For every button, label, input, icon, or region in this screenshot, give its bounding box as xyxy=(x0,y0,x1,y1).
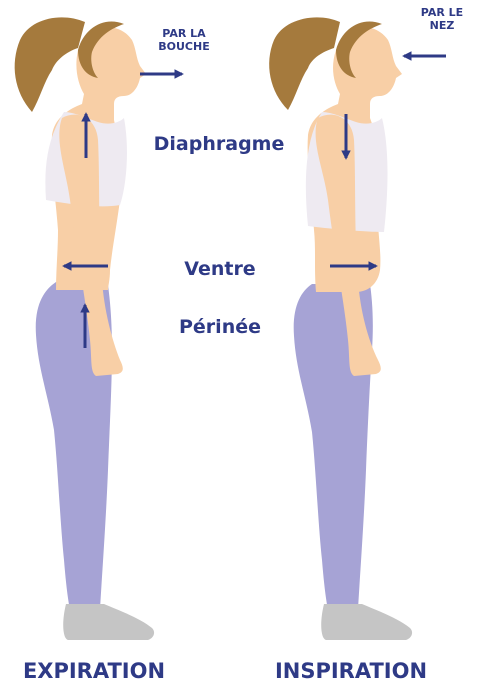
mouth-label: PAR LA BOUCHE xyxy=(146,27,222,53)
nose-label: PAR LE NEZ xyxy=(412,6,472,32)
inspiration-figure xyxy=(269,17,446,640)
mouth-label-line1: PAR LA xyxy=(146,27,222,40)
hair xyxy=(15,17,85,112)
inspiration-label: INSPIRATION xyxy=(266,659,436,683)
diaphragm-label: Diaphragme xyxy=(146,133,292,155)
nose-label-line1: PAR LE xyxy=(412,6,472,19)
shoe xyxy=(321,604,412,640)
shoe xyxy=(63,604,154,640)
perineum-label: Périnée xyxy=(165,316,275,338)
expiration-label: EXPIRATION xyxy=(14,659,174,683)
mouth-label-line2: BOUCHE xyxy=(146,40,222,53)
hair xyxy=(269,17,340,110)
expiration-figure xyxy=(15,17,182,640)
nose-label-line2: NEZ xyxy=(412,19,472,32)
belly-label: Ventre xyxy=(170,258,270,280)
